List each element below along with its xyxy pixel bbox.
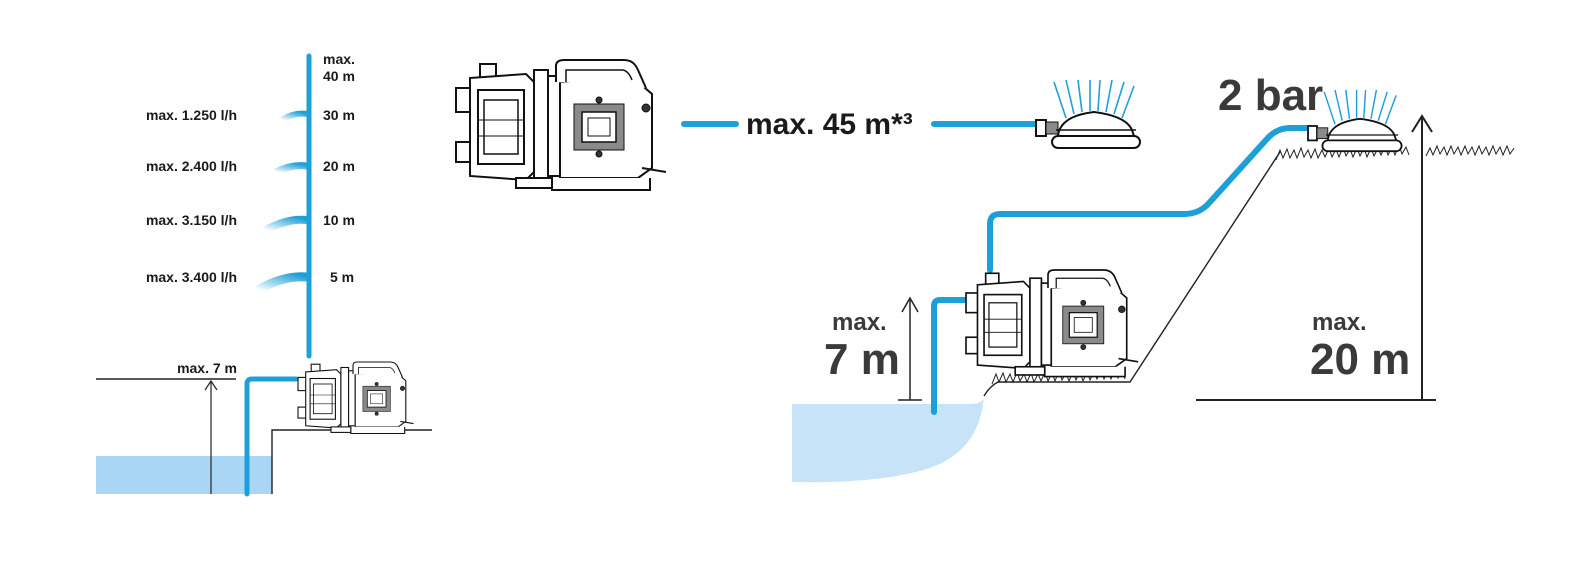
pump-right — [965, 269, 1140, 378]
flow-label-2: max. 2.400 l/h — [146, 158, 237, 174]
lift-label-value: 20 m — [1310, 335, 1410, 384]
height-label-top-value: 40 m — [323, 68, 355, 84]
lift-label-top: max. — [1312, 309, 1367, 336]
pressure-label: 2 bar — [1218, 71, 1323, 120]
water-left — [96, 456, 272, 494]
middle-panel: max. 45 m*³ — [455, 59, 1141, 191]
right-panel: 2 bar max. 7 m max. 20 m — [792, 71, 1515, 483]
pump-large — [455, 59, 667, 191]
pressure-hose-right — [987, 125, 1313, 273]
suction-label-right-value: 7 m — [824, 335, 900, 384]
height-label-top: max. — [323, 51, 355, 67]
grass-top-right — [1425, 144, 1515, 157]
left-panel: max. 7 m max. 40 m 30 m 20 m 10 m 5 m ma… — [96, 51, 432, 497]
slope-line — [983, 151, 1281, 397]
suction-hose-left — [244, 376, 299, 497]
suction-label-left: max. 7 m — [177, 360, 237, 376]
sprinkler-middle — [1035, 79, 1141, 149]
height-label-10: 10 m — [323, 212, 355, 228]
spray-jets — [255, 110, 308, 294]
flow-label-4: max. 3.400 l/h — [146, 269, 237, 285]
height-label-5: 5 m — [330, 269, 354, 285]
suction-label-right-top: max. — [832, 309, 887, 336]
flow-label-1: max. 1.250 l/h — [146, 107, 237, 123]
height-label-20: 20 m — [323, 158, 355, 174]
suction-hose-right — [931, 297, 969, 415]
pump-small — [297, 361, 415, 435]
flow-label-3: max. 3.150 l/h — [146, 212, 237, 228]
ledge-line — [271, 429, 432, 494]
water-right — [792, 396, 984, 483]
height-label-30: 30 m — [323, 107, 355, 123]
distance-label: max. 45 m*³ — [746, 108, 913, 141]
